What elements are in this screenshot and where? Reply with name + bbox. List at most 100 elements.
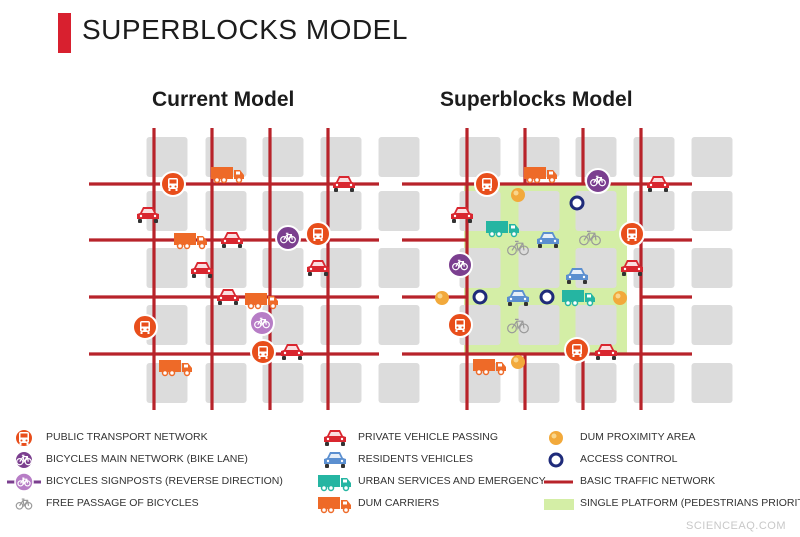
page-title: SUPERBLOCKS MODEL — [82, 14, 408, 45]
city-block — [320, 363, 362, 403]
city-block — [633, 305, 675, 345]
legend-label-urban-truck: URBAN SERVICES AND EMERGENCY — [358, 475, 546, 487]
bus-icon — [447, 312, 473, 338]
bike-sign-icon — [7, 472, 41, 492]
bike-free-icon — [507, 318, 529, 334]
city-block — [205, 363, 247, 403]
access-control-icon — [472, 289, 488, 305]
superblocks-model-title: Superblocks Model — [440, 88, 633, 111]
dum-truck-icon — [159, 360, 192, 377]
city-block — [146, 248, 188, 288]
resident-car-icon — [324, 452, 346, 468]
city-block — [320, 248, 362, 288]
bus-icon — [250, 339, 276, 365]
dum-proximity-icon — [613, 291, 627, 305]
city-block — [378, 191, 420, 231]
city-block — [146, 137, 188, 177]
city-block — [518, 248, 560, 288]
private-car-icon — [281, 344, 303, 360]
bus-icon — [160, 171, 186, 197]
private-car-icon — [333, 176, 355, 192]
bus-icon — [132, 314, 158, 340]
city-block — [691, 305, 733, 345]
resident-car-icon — [537, 232, 559, 248]
private-car-icon — [451, 207, 473, 223]
city-block — [262, 305, 304, 345]
private-car-icon — [217, 289, 239, 305]
private-car-icon — [221, 232, 243, 248]
bike-main-icon — [447, 252, 473, 278]
dum-proximity-icon — [435, 291, 449, 305]
bike-main-icon — [275, 225, 301, 251]
title-accent-bar — [58, 13, 71, 53]
legend-label-resident-car: RESIDENTS VEHICLES — [358, 453, 473, 465]
city-block — [262, 137, 304, 177]
city-block — [320, 191, 362, 231]
city-block — [320, 305, 362, 345]
city-block — [575, 363, 617, 403]
private-car-icon — [647, 176, 669, 192]
urban-truck-icon — [318, 475, 351, 492]
access-control-icon — [569, 195, 585, 211]
watermark: SCIENCEAQ.COM — [685, 520, 786, 532]
dum-truck-icon — [211, 167, 244, 184]
bus-icon — [564, 337, 590, 363]
access-control-icon — [548, 452, 564, 468]
legend-label-dum-truck: DUM CARRIERS — [358, 497, 440, 509]
city-block — [205, 191, 247, 231]
city-block — [146, 305, 188, 345]
city-block — [378, 305, 420, 345]
dum-proximity-icon — [549, 431, 563, 445]
city-block — [205, 305, 247, 345]
legend-label-access-ring: ACCESS CONTROL — [580, 453, 678, 465]
superblocks-model-grid — [402, 128, 733, 410]
dum-proximity-icon — [511, 188, 525, 202]
access-control-icon — [539, 289, 555, 305]
city-block — [262, 191, 304, 231]
private-car-icon — [307, 260, 329, 276]
legend-label-road-line: BASIC TRAFFIC NETWORK — [580, 475, 716, 487]
bike-main-icon — [585, 168, 611, 194]
legend-label-bike-main: BICYCLES MAIN NETWORK (BIKE LANE) — [46, 453, 248, 465]
dum-proximity-icon — [511, 355, 525, 369]
city-block — [575, 191, 617, 231]
bus-icon — [14, 428, 34, 448]
legend-label-private-car: PRIVATE VEHICLE PASSING — [358, 431, 499, 443]
bus-icon — [474, 171, 500, 197]
bus-icon — [305, 221, 331, 247]
private-car-icon — [191, 262, 213, 278]
city-block — [459, 137, 501, 177]
city-block — [205, 248, 247, 288]
urban-truck-icon — [562, 290, 595, 307]
legend-label-bike-sign: BICYCLES SIGNPOSTS (REVERSE DIRECTION) — [46, 475, 283, 487]
dum-truck-icon — [524, 167, 557, 184]
bike-free-icon — [579, 230, 601, 246]
resident-car-icon — [566, 268, 588, 284]
bike-sign-icon — [249, 310, 275, 336]
city-block — [691, 191, 733, 231]
legend-label-platform-swatch: SINGLE PLATFORM (PEDESTRIANS PRIORITY) — [580, 497, 800, 509]
resident-car-icon — [507, 290, 529, 306]
city-block — [518, 191, 560, 231]
bike-main-icon — [14, 450, 34, 470]
city-block — [378, 363, 420, 403]
private-car-icon — [137, 207, 159, 223]
dum-truck-icon — [318, 497, 351, 514]
city-block — [575, 305, 617, 345]
city-block — [459, 305, 501, 345]
city-block — [320, 137, 362, 177]
city-block — [378, 248, 420, 288]
private-car-icon — [324, 430, 346, 446]
city-block — [575, 137, 617, 177]
platform-swatch-icon — [544, 499, 574, 510]
city-block — [262, 248, 304, 288]
city-block — [262, 363, 304, 403]
current-model-title: Current Model — [152, 88, 295, 111]
private-car-icon — [621, 260, 643, 276]
private-car-icon — [595, 344, 617, 360]
dum-truck-icon — [245, 293, 278, 310]
city-block — [518, 305, 560, 345]
legend-label-bike-free: FREE PASSAGE OF BICYCLES — [46, 497, 199, 509]
dum-truck-icon — [174, 233, 207, 250]
legend-label-dum-dot: DUM PROXIMITY AREA — [580, 431, 696, 443]
